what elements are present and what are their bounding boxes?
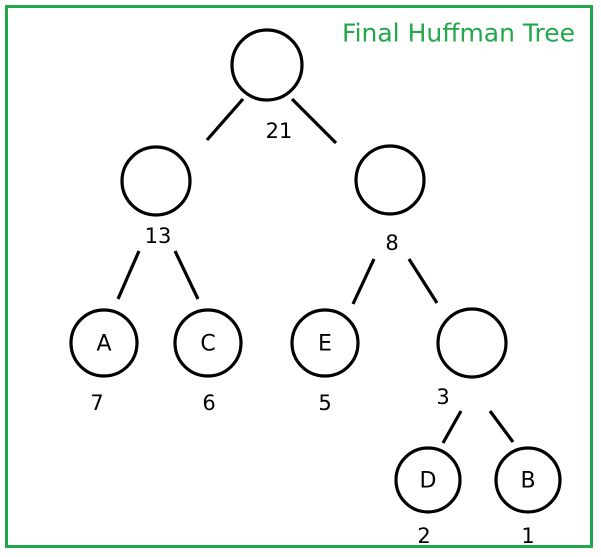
edge-root-right	[290, 97, 338, 145]
node-label-e: E	[318, 332, 332, 357]
node-circle-d[interactable]	[394, 446, 462, 514]
node-n8[interactable]: 8	[354, 144, 426, 255]
edge-n3-left	[441, 410, 463, 444]
node-weight-d: 2	[417, 524, 430, 548]
node-weight-n3: 3	[436, 385, 449, 409]
node-weight-a: 7	[90, 391, 103, 415]
node-circle-c[interactable]	[173, 308, 243, 378]
node-c[interactable]: C 6	[173, 308, 243, 415]
node-e[interactable]: E 5	[290, 308, 360, 415]
node-label-c: C	[200, 332, 215, 357]
node-weight-c: 6	[202, 391, 215, 415]
node-weight-root: 21	[266, 119, 293, 143]
node-circle-n13[interactable]	[120, 145, 192, 217]
node-root[interactable]: 21	[230, 28, 304, 143]
edge-root-left	[205, 97, 245, 142]
node-weight-n13: 13	[145, 224, 172, 248]
node-circle-n3[interactable]	[436, 307, 508, 379]
node-circle-a[interactable]	[69, 308, 139, 378]
node-circle-n8[interactable]	[354, 144, 426, 216]
edge-n8-right	[407, 258, 439, 304]
edges-group	[116, 97, 515, 444]
node-a[interactable]: A 7	[69, 308, 139, 415]
node-b[interactable]: B 1	[494, 446, 562, 548]
node-n3[interactable]: 3	[436, 307, 508, 409]
node-weight-e: 5	[318, 391, 331, 415]
edge-n8-left	[351, 258, 376, 305]
edge-n13-left	[116, 250, 141, 300]
figure-title: Final Huffman Tree	[342, 19, 575, 48]
edge-n3-right	[488, 410, 515, 443]
node-weight-b: 1	[521, 524, 534, 548]
node-weight-n8: 8	[385, 231, 398, 255]
node-circle-e[interactable]	[290, 308, 360, 378]
node-circle-root[interactable]	[230, 28, 304, 102]
node-label-a: A	[96, 332, 111, 357]
node-n13[interactable]: 13	[120, 145, 192, 248]
edge-n13-right	[173, 250, 200, 300]
nodes-group: 21 13 8 A 7 C 6	[69, 28, 562, 548]
node-circle-b[interactable]	[494, 446, 562, 514]
node-label-b: B	[520, 469, 535, 494]
node-label-d: D	[420, 469, 437, 494]
figure-border	[5, 5, 593, 548]
node-d[interactable]: D 2	[394, 446, 462, 548]
